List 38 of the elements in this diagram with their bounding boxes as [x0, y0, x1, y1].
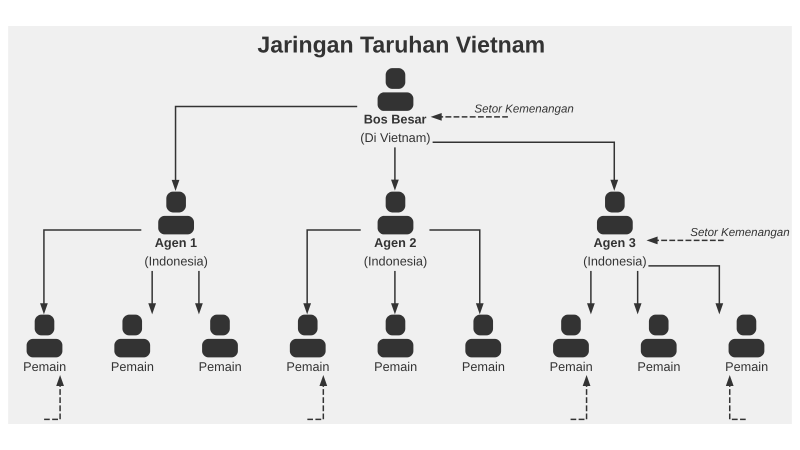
node-label: Pemain: [374, 360, 418, 374]
arrow: [391, 270, 399, 314]
arrow: [587, 270, 595, 314]
node-label: (Indonesia): [583, 254, 647, 268]
diagram-title: Jaringan Taruhan Vietnam: [257, 32, 546, 58]
arrow: [40, 229, 142, 314]
node-label: Pemain: [550, 360, 593, 374]
arrow: [634, 270, 642, 314]
node-label: Agen 2: [374, 236, 416, 250]
arrow: [726, 374, 746, 420]
node-label: Bos Besar: [364, 112, 426, 126]
node-label: (Di Vietnam): [360, 130, 431, 145]
node-label: Pemain: [725, 360, 768, 374]
node-label: Agen 3: [593, 236, 636, 250]
arrow: [172, 106, 358, 191]
arrow: [195, 270, 203, 314]
node-label: Agen 1: [154, 236, 198, 250]
node-label: (Indonesia): [144, 254, 208, 268]
arrow: [570, 374, 590, 420]
arrow: [307, 374, 328, 420]
node-label: Pemain: [23, 360, 66, 374]
arrow: [44, 374, 64, 420]
arrow: [303, 229, 361, 314]
arrow: [430, 113, 508, 121]
arrow: [432, 142, 618, 191]
arrow: [391, 147, 399, 191]
node-label: (Indonesia): [364, 254, 428, 268]
arrow: [648, 265, 724, 314]
edge-label: Setor Kemenangan: [474, 103, 574, 116]
arrow: [429, 229, 484, 314]
node-label: Pemain: [462, 360, 505, 374]
node-label: Pemain: [198, 360, 242, 374]
arrow: [646, 236, 724, 244]
node-label: Pemain: [286, 360, 330, 374]
arrow: [148, 270, 156, 314]
edge-label: Setor Kemenangan: [690, 226, 790, 239]
node-label: Pemain: [637, 360, 680, 374]
node-label: Pemain: [110, 360, 154, 374]
